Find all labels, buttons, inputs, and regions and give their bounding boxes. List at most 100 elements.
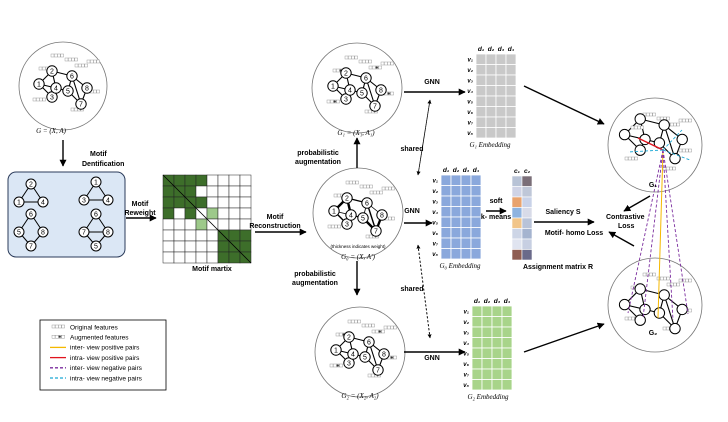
graph-node-label: 4 <box>348 88 352 95</box>
feature-cell <box>688 278 692 283</box>
embedding-row-label: v₃ <box>432 200 438 206</box>
graph-node-label: 8 <box>85 86 89 93</box>
feature-cell <box>387 61 391 66</box>
feature-cell <box>60 53 64 58</box>
embedding-cell <box>460 174 472 186</box>
motif-matrix-cell <box>195 196 208 209</box>
feature-cell <box>640 125 644 130</box>
motif-matrix-cell <box>228 207 241 220</box>
graph-node <box>361 197 373 209</box>
embedding-cell <box>485 106 497 118</box>
embedding-cell <box>440 174 452 186</box>
embedding-cell <box>475 95 487 107</box>
embedding-cell <box>485 64 497 76</box>
assignment-cell <box>511 207 523 219</box>
motif-matrix-cell <box>217 185 230 198</box>
assignment-matrix-label: Assignment matrix R <box>523 264 593 271</box>
graph-node-label: 8 <box>379 88 383 95</box>
feature-cell <box>385 186 389 191</box>
motif-matrix-cell <box>239 196 252 209</box>
original-feature-box <box>369 190 383 195</box>
graph-g1-right-label: G₁ <box>649 182 657 189</box>
feature-cell <box>371 323 375 328</box>
feature-cell <box>364 109 369 114</box>
embedding-col-label: d₃ <box>498 46 505 53</box>
assignment-cell <box>511 196 523 208</box>
motif-matrix-cell <box>239 185 252 198</box>
feature-cell <box>368 109 372 114</box>
contrastive-loss-label-2: Loss <box>618 223 634 230</box>
legend-item: inter- view positive pairs <box>50 345 140 352</box>
graph-node-label: 2 <box>344 71 348 78</box>
feature-cell <box>673 282 677 287</box>
motif-node <box>13 196 25 208</box>
feature-cell <box>649 112 653 117</box>
graph-node <box>33 78 45 90</box>
graph-node <box>81 82 93 94</box>
embedding-cell <box>471 326 483 338</box>
motif-node-label: 6 <box>29 212 33 219</box>
feature-cell <box>628 316 632 321</box>
motif-matrix-cell <box>173 174 186 187</box>
feature-cell <box>368 65 373 70</box>
motif-matrix-cell <box>217 174 230 187</box>
feature-cell <box>676 282 680 287</box>
graph-node-label: 4 <box>351 352 355 359</box>
inter-view-negative-pair <box>662 149 689 315</box>
original-feature-box <box>642 272 656 277</box>
feature-cell <box>32 97 37 102</box>
motif-node-label: 4 <box>106 198 110 205</box>
feature-cell <box>652 272 656 277</box>
original-feature-box <box>666 282 680 287</box>
motif-matrix-cell <box>184 207 197 220</box>
motif-node <box>25 178 37 190</box>
embedding-cell <box>491 337 503 349</box>
graph-node-label: 6 <box>70 74 74 81</box>
graph-node <box>634 113 646 125</box>
embedding-cell <box>471 368 483 380</box>
motif-node-label: 8 <box>106 230 110 237</box>
embedding-cell <box>471 305 483 317</box>
legend-label: Original features <box>70 324 118 331</box>
feature-cell <box>333 363 337 368</box>
graph-g2-right-label: G₂ <box>649 330 658 337</box>
legend-item: Augmented features <box>51 335 129 342</box>
motif-node <box>13 226 25 238</box>
embedding-cell <box>485 95 497 107</box>
embedding-cell <box>495 85 507 97</box>
feature-cell <box>50 53 55 58</box>
embedding-cell <box>491 368 503 380</box>
feature-cell <box>682 278 686 283</box>
motif-node <box>78 194 90 206</box>
motif-node <box>37 196 49 208</box>
embedding-cell <box>485 85 497 97</box>
graph-node-label: 3 <box>347 361 351 368</box>
feature-cell <box>367 373 372 378</box>
motif-matrix-cell <box>162 196 175 209</box>
augmented-feature-box <box>326 99 340 104</box>
motif-matrix-cell <box>162 218 175 231</box>
motif-matrix-cell <box>184 229 197 242</box>
graph-node <box>357 212 369 224</box>
embedding-cell <box>481 305 493 317</box>
feature-cell <box>368 323 372 328</box>
feature-cell <box>393 355 397 360</box>
original-feature-box <box>381 186 395 191</box>
inter-view-negative-pair <box>627 149 664 314</box>
motif-reweight-label-2: Reweight <box>124 210 156 217</box>
graph-node-label: 2 <box>345 196 349 203</box>
graph-node <box>363 336 375 348</box>
feature-cell <box>357 319 361 324</box>
prob-aug-top-label-2: augmentation <box>295 159 341 166</box>
graph-node-label: 2 <box>347 335 351 342</box>
graph-node <box>669 322 681 335</box>
embedding-col-label: d₁ <box>478 46 484 53</box>
feature-cell <box>339 363 343 368</box>
motif-matrix-cell <box>206 174 219 187</box>
graph-g1-label: G₁ = (X₁, A₁) <box>337 129 375 137</box>
embedding-cell <box>460 227 472 239</box>
augmented-feature-box <box>329 363 343 368</box>
